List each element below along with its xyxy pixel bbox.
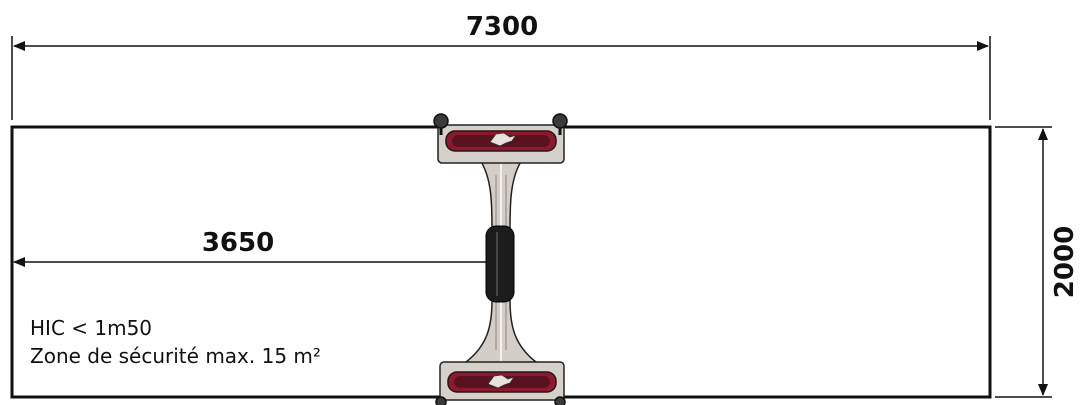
width-dimension: 2000 [995, 126, 1080, 398]
handle-bottom-left [435, 396, 447, 405]
hic-note: HIC < 1m50 [30, 316, 152, 340]
seat-bottom [435, 361, 566, 405]
handle-top-right [552, 113, 568, 129]
width-label: 2000 [1050, 226, 1080, 298]
safety-zone-note: Zone de sécurité max. 15 m² [30, 344, 321, 368]
total-length-label: 7300 [466, 12, 538, 42]
safety-notes: HIC < 1m50 Zone de sécurité max. 15 m² [30, 316, 321, 368]
handle-top-left [433, 113, 449, 129]
half-length-dimension: 3650 [13, 228, 500, 267]
handle-bottom-right [554, 396, 566, 405]
total-length-dimension: 7300 [11, 12, 991, 120]
seat-top-horse-logo [489, 132, 517, 147]
central-spring [485, 225, 515, 303]
half-length-label: 3650 [202, 228, 274, 258]
seat-top [433, 113, 568, 164]
spring-seesaw [433, 113, 568, 405]
seat-bottom-horse-logo [487, 374, 515, 389]
